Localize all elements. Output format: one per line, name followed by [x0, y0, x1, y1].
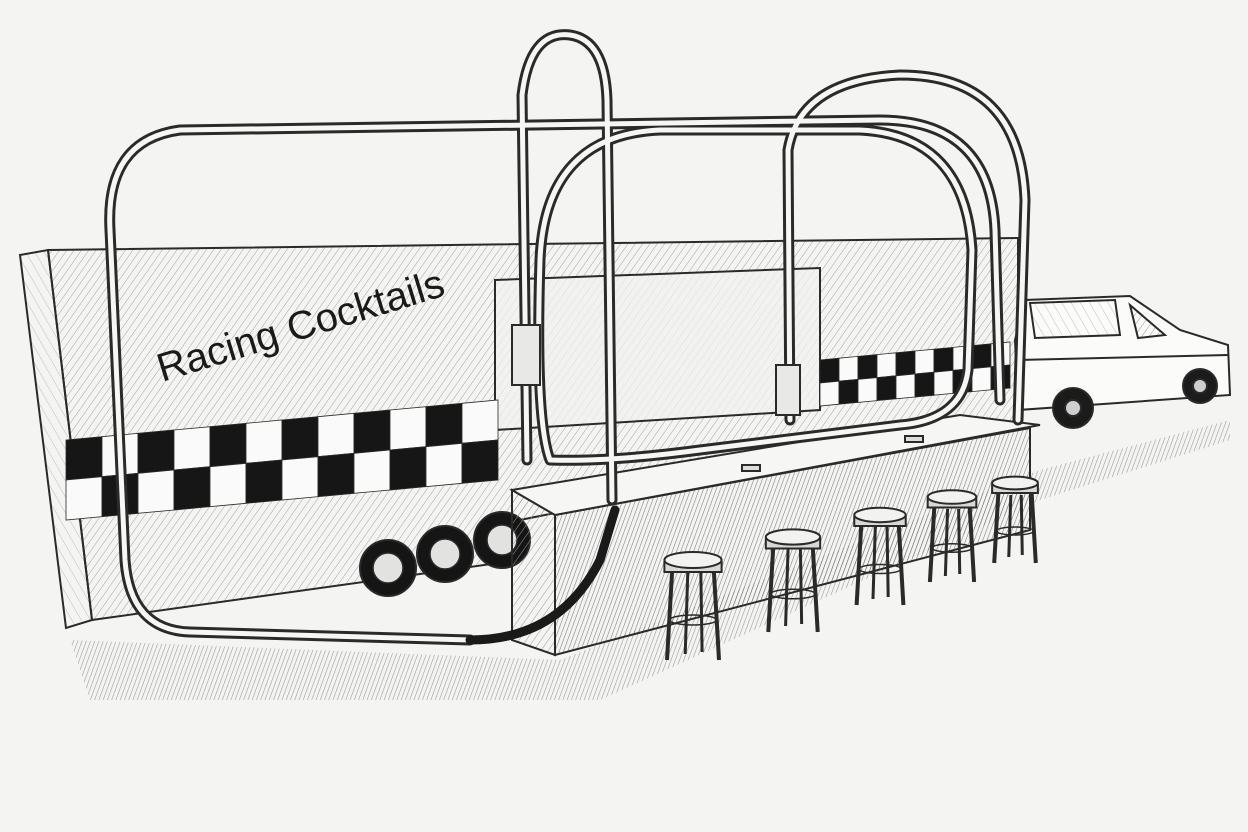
checker-square [389, 406, 427, 451]
bar-stools [663, 475, 1039, 661]
truck-side-window [1128, 302, 1168, 340]
checkered-stripe-left [65, 399, 499, 521]
checker-square [933, 369, 954, 396]
checker-square [933, 346, 954, 373]
checker-square [281, 456, 319, 501]
bar-stool [663, 551, 723, 661]
tubular-frame-highlight [107, 32, 1028, 643]
checker-square [209, 422, 247, 468]
checker-square [857, 377, 878, 403]
checker-square [914, 371, 935, 398]
checker-square [914, 348, 935, 375]
checker-square [819, 380, 840, 407]
dark-hose [465, 505, 620, 645]
truck-window [1028, 298, 1122, 340]
truck-rear-hub [1064, 399, 1082, 417]
checker-square [173, 466, 211, 511]
bar-stool [991, 475, 1039, 564]
checker-square [65, 436, 103, 481]
checker-square [209, 462, 247, 508]
checker-square [317, 412, 355, 458]
ground-shadow [70, 420, 1230, 700]
trailer-wheel-hub [429, 538, 461, 570]
bar-stool [926, 489, 978, 583]
checker-square [819, 357, 840, 384]
checker-square [137, 469, 175, 514]
checker-square [425, 442, 463, 488]
checker-square [353, 449, 391, 494]
trailer-body [18, 236, 1019, 630]
trailer-window-frame [494, 266, 821, 432]
checker-square [137, 429, 175, 474]
bar-stool [853, 506, 907, 606]
bar-coaster-1 [741, 464, 761, 472]
checker-square [876, 375, 897, 402]
checker-square [281, 416, 319, 461]
trailer-wheel-hub [372, 552, 404, 584]
truck-bed-line [1017, 354, 1229, 361]
frame-clamp-right [775, 364, 801, 416]
checker-square [838, 378, 859, 405]
checker-square [895, 373, 916, 400]
bar-stool [764, 528, 822, 633]
checker-square [461, 399, 499, 444]
checker-square [895, 350, 916, 377]
checker-square [317, 452, 355, 498]
checker-square [838, 355, 859, 382]
checker-square [173, 426, 211, 471]
checker-square [425, 402, 463, 448]
checker-square [971, 343, 992, 370]
checker-square [461, 439, 499, 484]
checker-square [65, 476, 103, 521]
frame-clamp-left [511, 324, 541, 386]
checker-square [971, 366, 992, 393]
checker-square [857, 354, 878, 380]
checker-square [353, 409, 391, 454]
truck-front-hub [1192, 378, 1208, 394]
checker-square [389, 446, 427, 491]
checker-square [245, 419, 283, 464]
pickup-truck [1013, 294, 1232, 429]
bar-coaster-2 [904, 435, 924, 443]
checker-square [245, 459, 283, 504]
checker-square [876, 352, 897, 379]
